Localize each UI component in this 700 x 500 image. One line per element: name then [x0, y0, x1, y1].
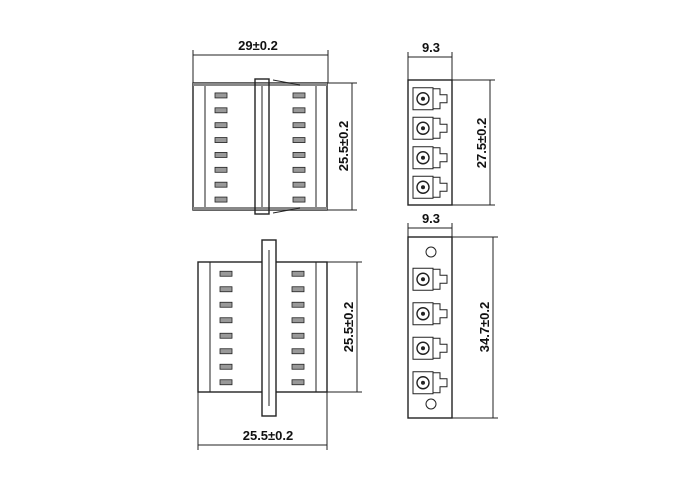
top-front-view: 29±0.2 25.5±0.2 — [192, 38, 357, 215]
width-label: 9.3 — [422, 40, 440, 55]
port-ring — [416, 180, 430, 194]
fiber-core — [421, 96, 425, 101]
ferrule-slot — [291, 332, 305, 339]
ferrule-slot — [291, 348, 305, 355]
port-housing — [412, 116, 434, 140]
ferrule-slot — [292, 137, 306, 143]
ferrule-slot — [214, 107, 228, 114]
port-ring — [416, 272, 430, 286]
latch-profile — [433, 147, 448, 169]
ferrule-slot — [214, 166, 228, 173]
port-housing — [412, 146, 434, 170]
port-ring — [416, 341, 430, 355]
fiber-core — [421, 126, 425, 131]
port-housing — [412, 336, 434, 360]
latch-profile — [433, 268, 448, 290]
port-ring — [416, 307, 430, 321]
ferrule-slot — [219, 286, 233, 293]
latch-profile — [433, 337, 448, 359]
latch-profile — [433, 176, 448, 198]
height-label: 25.5±0.2 — [341, 302, 356, 353]
port-ring — [416, 151, 430, 165]
fiber-core — [421, 277, 425, 282]
mounting-hole — [425, 398, 437, 410]
port-ring — [416, 376, 430, 390]
ferrule-slot — [291, 286, 305, 293]
width-label: 29±0.2 — [238, 38, 278, 53]
latch-profile — [433, 303, 448, 325]
ferrule-slot — [292, 196, 306, 203]
ferrule-slot — [219, 379, 233, 386]
port-housing — [412, 302, 434, 326]
ferrule-slot — [291, 317, 305, 324]
ferrule-slot — [292, 152, 306, 158]
bottom-side-view: 9.3 34.7±0.2 — [407, 211, 498, 419]
ferrule-slot — [214, 181, 228, 188]
ferrule-slot — [214, 137, 228, 143]
ferrule-slot — [219, 332, 233, 339]
adapter-body — [192, 82, 328, 211]
ferrule-slot — [292, 166, 306, 173]
body-bottom-edge — [193, 207, 327, 210]
height-label: 34.7±0.2 — [477, 302, 492, 353]
ferrule-slot — [291, 270, 305, 277]
port-ring — [416, 92, 430, 106]
latch-profile — [433, 117, 448, 139]
mounting-hole — [425, 246, 437, 258]
top-side-view: 9.3 27.5±0.2 — [407, 40, 495, 206]
port-housing — [412, 371, 434, 395]
port-housing — [412, 175, 434, 199]
fiber-core — [421, 185, 425, 190]
width-label: 9.3 — [422, 211, 440, 226]
height-label: 27.5±0.2 — [474, 118, 489, 169]
center-flange — [254, 78, 270, 215]
ferrule-slot — [292, 122, 306, 129]
ferrule-slot — [292, 181, 306, 188]
fiber-core — [421, 380, 425, 385]
latch-profile — [433, 88, 448, 110]
ferrule-slot — [214, 122, 228, 129]
ferrule-slot — [219, 348, 233, 355]
ferrule-slot — [214, 196, 228, 203]
port-housing — [412, 87, 434, 111]
port-housing — [412, 267, 434, 291]
ferrule-slot — [291, 363, 305, 370]
port-ring — [416, 121, 430, 135]
fiber-core — [421, 155, 425, 160]
mounting-plate — [407, 236, 453, 419]
ferrule-slot — [291, 301, 305, 308]
ferrule-slot — [291, 379, 305, 386]
ferrule-slot — [219, 301, 233, 308]
ferrule-slot — [292, 107, 306, 114]
bottom-front-view: 25.5±0.2 25.5±0.2 — [197, 239, 362, 450]
latch — [272, 79, 301, 86]
ferrule-slot — [219, 363, 233, 370]
ferrule-slot — [219, 270, 233, 277]
height-label: 25.5±0.2 — [336, 121, 351, 172]
body-top-edge — [193, 83, 327, 86]
ferrule-slot — [292, 92, 306, 99]
adapter-side-body — [407, 79, 453, 206]
fiber-core — [421, 311, 425, 316]
ferrule-slot — [214, 152, 228, 158]
ferrule-slot — [214, 92, 228, 99]
width-label: 25.5±0.2 — [243, 428, 294, 443]
latch-profile — [433, 372, 448, 394]
ferrule-slot — [219, 317, 233, 324]
fiber-core — [421, 346, 425, 351]
latch — [272, 207, 301, 214]
